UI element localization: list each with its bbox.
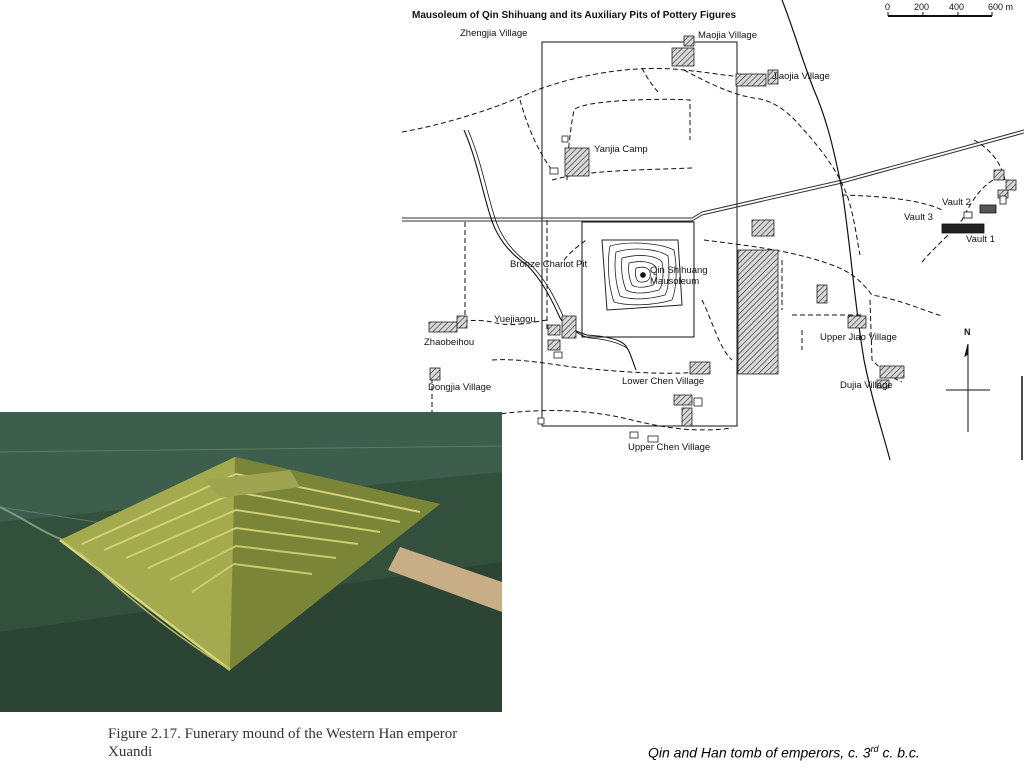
small-buildings (537, 135, 703, 443)
label-dujia-village: Dujia Village (840, 380, 893, 391)
label-zhengjia-village: Zhengjia Village (460, 28, 527, 39)
label-vault-3: Vault 3 (904, 212, 933, 223)
outer-wall (541, 41, 738, 427)
label-qin-shihuang: Qin Shihuang (650, 265, 708, 276)
inner-wall (581, 221, 695, 338)
figure-caption: Figure 2.17. Funerary mound of the Weste… (108, 725, 488, 761)
label-zhaobeihou: Zhaobeihou (424, 337, 474, 348)
stream (463, 129, 637, 371)
mausoleum-mound (601, 239, 683, 311)
figure-caption-line2: Xuandi (108, 744, 153, 760)
label-bronze-chariot-pit: Bronze Chariot Pit (510, 259, 587, 270)
slide-caption-main: Qin and Han tomb of emperors, c. 3 (648, 744, 871, 761)
river (781, 0, 891, 461)
figure-caption-line1: Figure 2.17. Funerary mound of the Weste… (108, 726, 458, 742)
pottery-vaults (941, 195, 1007, 234)
north-arrow (946, 343, 990, 432)
scale-label-0: 0 (885, 2, 890, 12)
pyramid-mound (59, 457, 440, 671)
scale-label-600: 600 m (988, 2, 1013, 12)
scale-bar: 0 200 400 600 m (885, 2, 1013, 17)
map-title: Mausoleum of Qin Shihuang and its Auxili… (412, 10, 737, 21)
label-upper-chen-village: Upper Chen Village (628, 442, 710, 453)
mausoleum-site-map: Mausoleum of Qin Shihuang and its Auxili… (401, 0, 1024, 461)
label-maojia-village: Maojia Village (698, 30, 757, 41)
label-yanjia-camp: Yanjia Camp (594, 144, 648, 155)
label-yuejiagou: Yuejiagou (494, 314, 536, 325)
label-lower-chen-village: Lower Chen Village (622, 376, 704, 387)
hatched-features (428, 35, 1017, 427)
label-dongjia-village: Dongjia Village (428, 382, 491, 393)
scale-label-200: 200 (914, 2, 929, 12)
label-upper-jiao-village: Upper Jiao Village (820, 332, 897, 343)
north-label: N (964, 327, 971, 337)
label-vault-1: Vault 1 (966, 234, 995, 245)
slide-caption: Qin and Han tomb of emperors, c. 3rd c. … (648, 744, 920, 761)
slide-caption-sup: rd (870, 744, 879, 754)
label-vault-2: Vault 2 (942, 197, 971, 208)
aerial-photo-mound (0, 412, 503, 712)
slide-caption-tail: c. b.c. (878, 744, 920, 761)
label-jiaojia-village: Jiaojia Village (772, 71, 830, 82)
highway (402, 129, 1024, 219)
label-mausoleum: Mausoleum (650, 276, 699, 287)
scale-label-400: 400 (949, 2, 964, 12)
